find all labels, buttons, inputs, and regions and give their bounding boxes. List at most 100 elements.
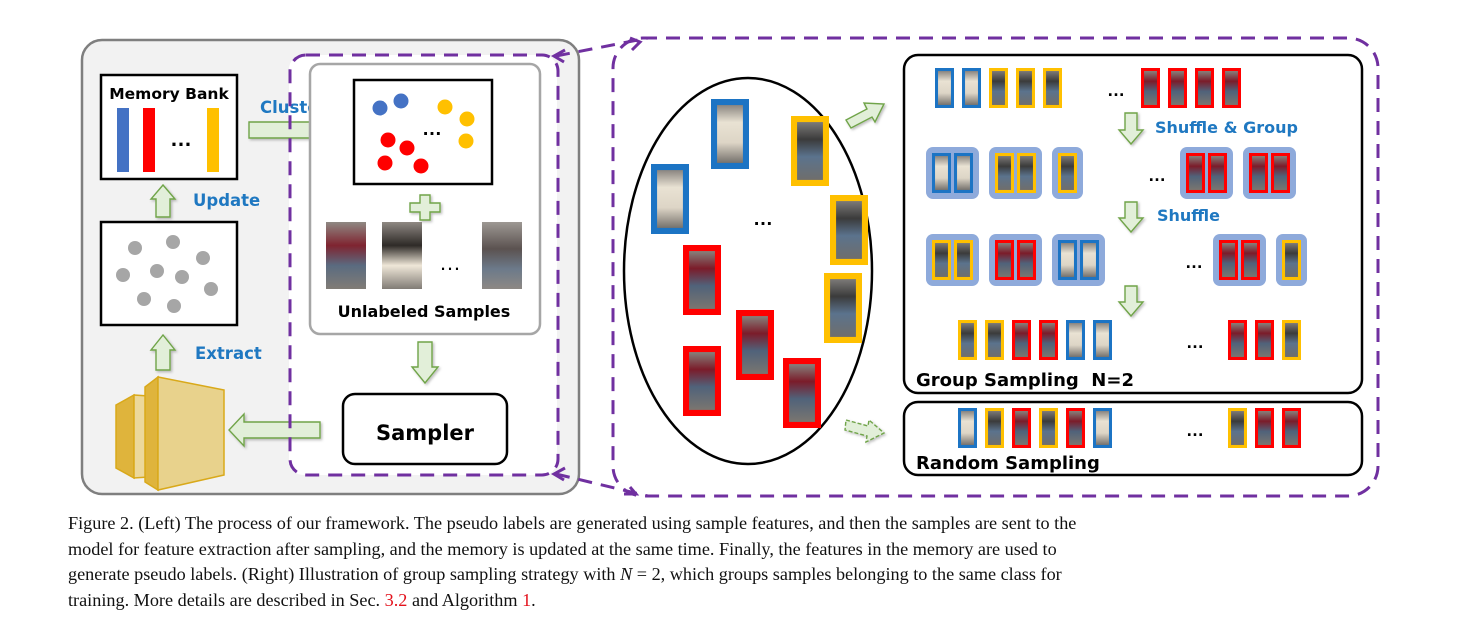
person-card-yellow (1282, 240, 1301, 280)
person-card-red (1282, 408, 1301, 448)
person-card-blue (651, 164, 689, 234)
section-ref-link[interactable]: 3.2 (384, 589, 408, 610)
to-sampler-arrow-icon (410, 341, 440, 385)
row-ellipsis: … (1186, 332, 1204, 352)
sample-group (1052, 234, 1105, 286)
person-card-red (1195, 68, 1214, 108)
extract-label: Extract (195, 344, 262, 363)
person-card-red (1255, 408, 1274, 448)
to-random-sampling-arrow-icon (844, 418, 886, 444)
memory-bar-blue (117, 108, 129, 172)
person-card-blue (1058, 240, 1077, 280)
memory-bank: Memory Bank … (99, 73, 239, 181)
person-card-blue (711, 99, 749, 169)
sampler-to-model-arrow-icon (228, 412, 321, 448)
person-card-yellow (1058, 153, 1077, 193)
group-sampling-title: Group Sampling N=2 (916, 370, 1134, 391)
person-card-red (1208, 153, 1227, 193)
person-card-red (1241, 240, 1260, 280)
person-card-red (1249, 153, 1268, 193)
person-card-blue (1093, 320, 1112, 360)
person-card-yellow (985, 408, 1004, 448)
cluster-point-red (399, 140, 415, 156)
person-card-red (995, 240, 1014, 280)
row-ellipsis: … (1107, 80, 1125, 100)
cluster-point-yellow (437, 99, 453, 115)
pool-samples (651, 99, 868, 428)
person-card-red (1141, 68, 1160, 108)
algorithm-ref-link[interactable]: 1 (522, 589, 532, 610)
cluster-point-blue (393, 93, 409, 109)
person-card-red (1186, 153, 1205, 193)
caption-line-2: model for feature extraction after sampl… (68, 538, 1057, 559)
feature-box (99, 220, 239, 327)
person-card-yellow (1228, 408, 1247, 448)
random-sampling-row: … (958, 408, 1301, 448)
sample-image (482, 222, 522, 289)
cluster-point-blue (372, 100, 388, 116)
cluster-point-red (413, 158, 429, 174)
sample-group (1180, 147, 1233, 199)
plus-icon (409, 194, 441, 221)
framework-figure: Memory Bank … Update Extract Cl (80, 36, 1380, 498)
caption-line-3: generate pseudo labels. (Right) Illustra… (68, 562, 1398, 588)
cluster-point-red (377, 155, 393, 171)
shuffle-group-arrow-icon (1117, 112, 1145, 146)
person-card-yellow (958, 320, 977, 360)
row-ellipsis: … (1148, 165, 1166, 185)
person-card-blue (1093, 408, 1112, 448)
person-card-red (683, 346, 721, 416)
memory-bank-title: Memory Bank (109, 85, 229, 103)
pool-ellipsis: … (753, 208, 773, 230)
cluster-ellipsis: … (422, 118, 442, 140)
update-arrow-icon (149, 183, 177, 218)
person-card-yellow (1017, 153, 1036, 193)
caption-math-rest: = 2, which groups samples belonging to t… (632, 564, 1062, 584)
group-sampling-row-2: … (926, 147, 1296, 199)
sample-group (989, 147, 1042, 199)
person-card-red (1222, 68, 1241, 108)
person-card-blue (935, 68, 954, 108)
unlabeled-samples-label: Unlabeled Samples (338, 302, 511, 321)
shuffle-group-label: Shuffle & Group (1155, 118, 1298, 137)
to-group-sampling-arrow-icon (845, 102, 886, 129)
sample-group (989, 234, 1042, 286)
flatten-arrow-icon (1117, 285, 1145, 318)
caption-line-4-suffix: . (531, 589, 536, 610)
sample-image (326, 222, 366, 289)
sample-group (1052, 147, 1083, 199)
cluster-point-yellow (458, 133, 474, 149)
person-card-yellow (1039, 408, 1058, 448)
shuffle-arrow-icon (1117, 201, 1145, 234)
person-card-red (1168, 68, 1187, 108)
caption-math-var: N (620, 564, 633, 584)
person-card-red (1271, 153, 1290, 193)
person-card-red (1017, 240, 1036, 280)
shuffle-label: Shuffle (1157, 206, 1220, 225)
extract-arrow-icon (149, 333, 177, 371)
network-model-icon (115, 375, 225, 492)
sampling-region-border (288, 53, 560, 477)
person-card-yellow (954, 240, 973, 280)
person-card-yellow (1282, 320, 1301, 360)
person-card-yellow (985, 320, 1004, 360)
sampler-label: Sampler (376, 421, 475, 445)
person-card-red (1039, 320, 1058, 360)
sampling-detail-border (611, 36, 1380, 498)
random-sampling-title: Random Sampling (916, 453, 1100, 474)
person-card-blue (954, 153, 973, 193)
sample-group (926, 234, 979, 286)
person-card-yellow (830, 195, 868, 265)
update-label: Update (193, 191, 260, 210)
unlabeled-sample-images: … (326, 222, 522, 289)
person-card-yellow (989, 68, 1008, 108)
memory-bank-ellipsis: … (170, 126, 192, 151)
person-card-red (1012, 408, 1031, 448)
sample-group (1213, 234, 1266, 286)
samples-ellipsis: … (439, 250, 465, 275)
caption-line-3-text: generate pseudo labels. (Right) Illustra… (68, 564, 621, 584)
person-card-yellow (932, 240, 951, 280)
person-card-red (1219, 240, 1238, 280)
person-card-blue (932, 153, 951, 193)
person-card-yellow (1016, 68, 1035, 108)
